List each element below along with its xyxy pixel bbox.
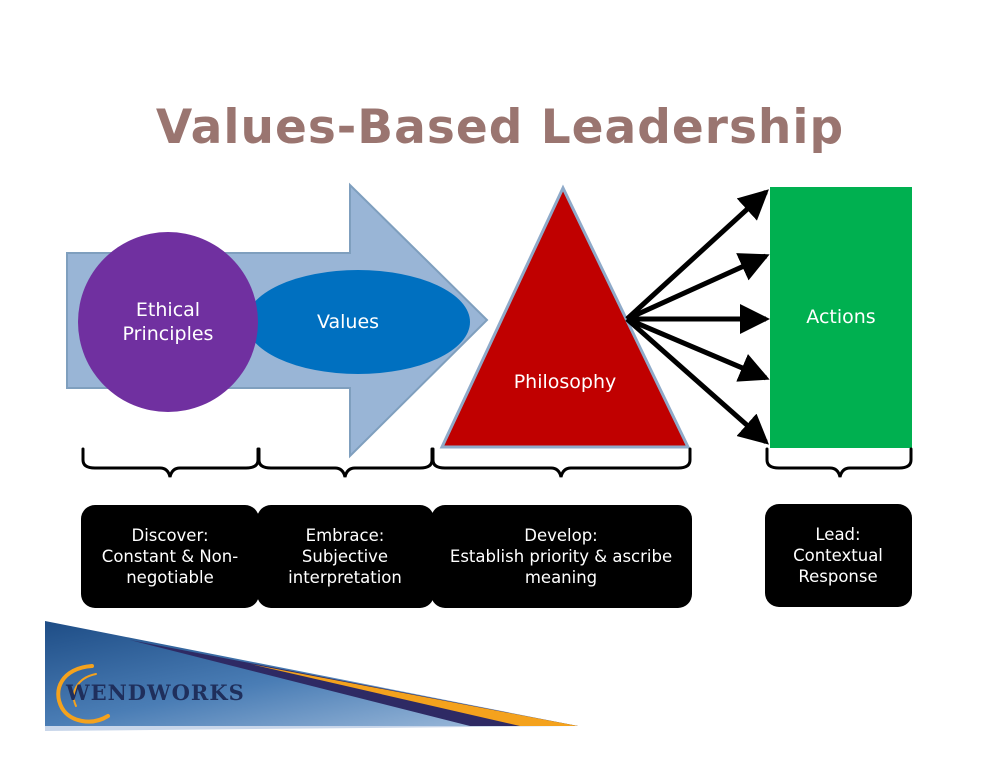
values-label: Values	[317, 311, 379, 333]
action-arrow-1	[625, 189, 769, 321]
banner-orange-stripe	[250, 664, 578, 726]
ethical-principles-circle	[78, 232, 258, 412]
banner-navy-stripe	[130, 640, 578, 726]
banner-blue	[45, 621, 578, 726]
embrace-line3: interpretation	[288, 568, 402, 587]
develop-line2: Establish priority & ascribe	[450, 547, 672, 566]
actions-label: Actions	[806, 306, 875, 328]
discover-line1: Discover:	[131, 526, 208, 545]
discover-box	[81, 505, 259, 608]
discover-line3: negotiable	[126, 568, 214, 587]
philosophy-label: Philosophy	[514, 371, 617, 393]
brace-discover	[81, 447, 260, 478]
action-arrow-4	[626, 316, 770, 382]
discover-line2: Constant & Non-	[102, 547, 238, 566]
embrace-box	[257, 505, 434, 608]
values-ellipse	[246, 270, 470, 374]
develop-box	[431, 505, 692, 608]
logo-text: WENDWORKS	[65, 680, 245, 705]
action-arrow-2	[625, 253, 770, 322]
lead-box	[765, 504, 912, 607]
lead-line3: Response	[798, 567, 877, 586]
philosophy-triangle	[439, 184, 691, 449]
brace-embrace	[257, 447, 434, 478]
brace-develop	[431, 447, 692, 478]
lead-line2: Contextual	[793, 546, 883, 565]
braces	[81, 447, 913, 478]
action-arrows	[625, 189, 771, 445]
embrace-line1: Embrace:	[306, 526, 385, 545]
lead-line1: Lead:	[815, 525, 860, 544]
page-title: Values-Based Leadership	[156, 100, 844, 155]
brace-lead	[765, 447, 913, 478]
develop-line1: Develop:	[524, 526, 598, 545]
develop-line3: meaning	[525, 568, 597, 587]
footer-banner	[45, 621, 578, 731]
ethical-principles-label-line2: Principles	[123, 323, 214, 345]
ethical-principles-label-line1: Ethical	[136, 299, 200, 321]
wendworks-logo: WENDWORKS	[56, 664, 245, 724]
banner-edge	[45, 726, 578, 731]
embrace-line2: Subjective	[302, 547, 388, 566]
logo-swoosh-icon	[56, 664, 110, 724]
actions-box	[770, 187, 912, 448]
action-arrow-5	[625, 317, 769, 445]
